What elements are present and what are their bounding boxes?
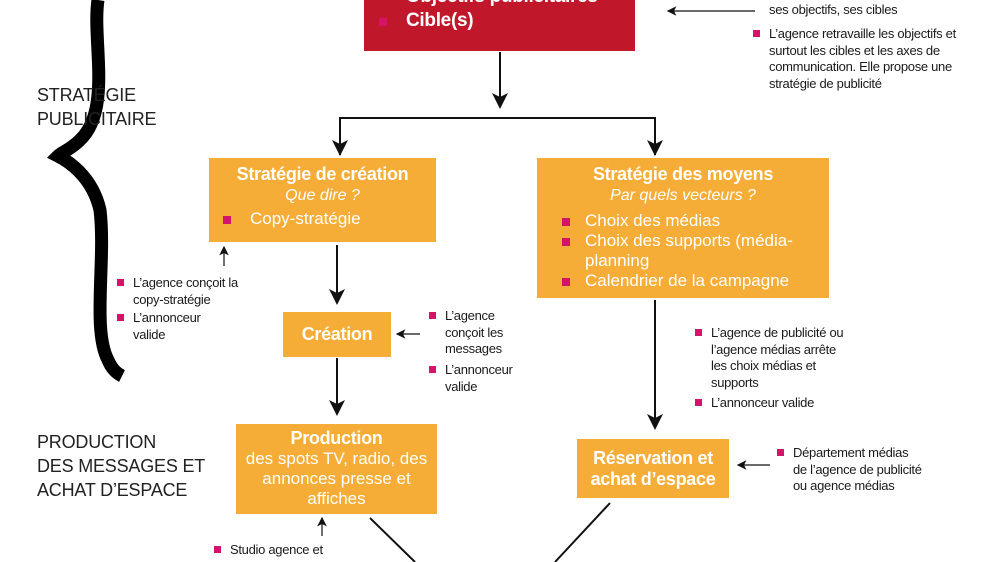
top-note-line: ses objectifs, ses cibles [769, 2, 898, 17]
creative-strategy-box: Stratégie de création Que dire ? Copy-st… [209, 158, 436, 242]
bullet-icon [753, 30, 760, 37]
production-note: Studio agence et [214, 542, 380, 559]
bullet-icon [223, 216, 231, 224]
label-line: ACHAT D’ESPACE [37, 480, 188, 500]
booking-note: Département médias de l’agence de public… [777, 445, 923, 495]
bullet-icon [117, 279, 124, 286]
note-text: L’agence conçoit les messages [445, 308, 504, 356]
note-text: L’agence conçoit la copy-stratégie [133, 275, 238, 307]
note-text: L’annonceur valide [133, 310, 201, 342]
targets-text: Cible(s) [406, 10, 474, 31]
box-title: Stratégie de création [236, 164, 409, 184]
box-text: des spots TV, radio, des annonces presse… [245, 449, 428, 508]
strategy-brace [47, 0, 126, 382]
label-line: PUBLICITAIRE [37, 109, 157, 129]
box-subtitle: Par quels vecteurs ? [610, 187, 756, 204]
creation-box: Création [283, 312, 391, 357]
item-text: Choix des supports (média-planning [585, 231, 793, 270]
box-subtitle: Que dire ? [285, 187, 360, 204]
creative-note: L’annonceur valide [117, 310, 223, 343]
production-box: Production des spots TV, radio, des anno… [236, 424, 437, 514]
bullet-icon [562, 278, 570, 286]
creation-note: L’annonceur valide [429, 362, 525, 395]
bullet-icon [695, 399, 702, 406]
item-text: Copy-stratégie [250, 209, 361, 228]
box-item: Choix des supports (média-planning [537, 231, 829, 271]
box-title: Création [301, 324, 373, 344]
objectives-box: Objectifs publicitaires Cible(s) [364, 0, 635, 51]
box-title: Production [290, 428, 383, 448]
media-strategy-box: Stratégie des moyens Par quels vecteurs … [537, 158, 829, 298]
bullet-icon [695, 329, 702, 336]
objectives-text: Objectifs publicitaires [406, 0, 598, 8]
box-item: Copy-stratégie [209, 209, 436, 229]
note-text: L’annonceur valide [711, 395, 815, 410]
media-note: L’agence de publicité ou l’agence médias… [695, 325, 846, 391]
note-text: L’annonceur valide [445, 362, 513, 394]
bullet-icon [117, 314, 124, 321]
note-text: L’agence de publicité ou l’agence médias… [711, 325, 844, 390]
bullet-icon [214, 546, 221, 553]
creative-note: L’agence conçoit la copy-stratégie [117, 275, 263, 308]
label-line: STRATÉGIE [37, 85, 136, 105]
note-text: Studio agence et [230, 542, 323, 557]
label-strategie-publicitaire: STRATÉGIE PUBLICITAIRE [37, 83, 156, 131]
note-text: Département médias de l’agence de public… [793, 445, 922, 493]
item-text: Calendrier de la campagne [585, 271, 790, 290]
note-text: L’agence retravaille les objectifs et su… [769, 26, 956, 91]
item-text: Choix des médias [585, 211, 721, 230]
bullet-icon [562, 238, 570, 246]
box-title: Réservation et achat d’espace [590, 447, 716, 489]
label-line: DES MESSAGES ET [37, 456, 206, 476]
booking-box: Réservation et achat d’espace [577, 439, 729, 498]
bullet-icon [429, 366, 436, 373]
bullet-icon [562, 218, 570, 226]
label-line: PRODUCTION [37, 432, 156, 452]
bullet-icon [777, 449, 784, 456]
top-note: L’agence retravaille les objectifs et su… [753, 26, 979, 92]
box-item: Choix des médias [537, 211, 829, 231]
creation-note: L’agence conçoit les messages [429, 308, 520, 358]
box-item: Calendrier de la campagne [537, 271, 829, 291]
box-title: Stratégie des moyens [592, 164, 774, 184]
bullet-icon [379, 18, 387, 26]
media-note: L’annonceur valide [695, 395, 846, 412]
bullet-icon [429, 312, 436, 319]
label-production: PRODUCTION DES MESSAGES ET ACHAT D’ESPAC… [37, 430, 205, 502]
